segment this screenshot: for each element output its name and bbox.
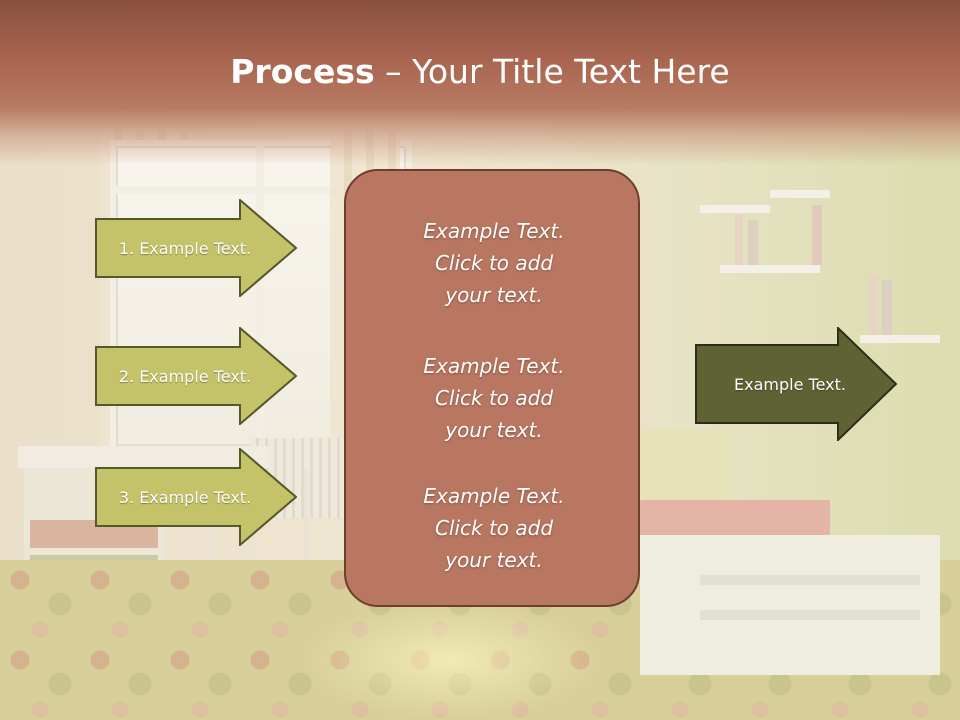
floor-light — [300, 600, 600, 720]
center-text-box[interactable]: Example Text. Click to add your text. Ex… — [344, 169, 640, 607]
arrow-shape — [95, 199, 297, 297]
shelf — [700, 205, 770, 213]
arrow-shape — [95, 327, 297, 425]
book — [882, 280, 892, 335]
bed-frame — [640, 535, 940, 675]
desk — [18, 446, 268, 468]
shelf — [770, 190, 830, 198]
block-line: Click to add — [434, 251, 554, 275]
step-label: 1. Example Text. — [118, 238, 252, 258]
title-bold: Process — [230, 52, 375, 91]
bed-rail — [700, 610, 920, 620]
slide-title[interactable]: Process – Your Title Text Here — [0, 52, 960, 91]
header-bar — [0, 0, 960, 165]
bed-rail — [700, 575, 920, 585]
block-line: your text. — [445, 548, 543, 572]
chair — [210, 470, 308, 590]
result-label: Example Text. — [734, 374, 846, 394]
block-line: Example Text. — [423, 354, 565, 378]
arrow-shape — [695, 327, 897, 441]
step-label: 2. Example Text. — [118, 366, 252, 386]
book — [812, 205, 822, 265]
shelf — [860, 335, 940, 343]
block-line: Click to add — [434, 386, 554, 410]
pillow — [640, 430, 730, 500]
block-line: Example Text. — [423, 484, 565, 508]
arrow-shape — [95, 448, 297, 546]
title-rest: – Your Title Text Here — [374, 52, 730, 91]
center-text-block-1[interactable]: Example Text. Click to add your text. — [346, 215, 642, 311]
result-arrow[interactable]: Example Text. — [695, 327, 897, 441]
book — [870, 275, 878, 335]
center-text-block-3[interactable]: Example Text. Click to add your text. — [346, 480, 642, 576]
block-line: your text. — [445, 283, 543, 307]
step-arrow-2[interactable]: 2. Example Text. — [95, 327, 297, 425]
step-label: 3. Example Text. — [118, 487, 252, 507]
step-arrow-1[interactable]: 1. Example Text. — [95, 199, 297, 297]
block-line: Click to add — [434, 516, 554, 540]
book — [748, 220, 758, 265]
block-line: your text. — [445, 418, 543, 442]
step-arrow-3[interactable]: 3. Example Text. — [95, 448, 297, 546]
block-line: Example Text. — [423, 219, 565, 243]
book — [735, 215, 743, 265]
shelf — [720, 265, 820, 273]
center-text-block-2[interactable]: Example Text. Click to add your text. — [346, 350, 642, 446]
